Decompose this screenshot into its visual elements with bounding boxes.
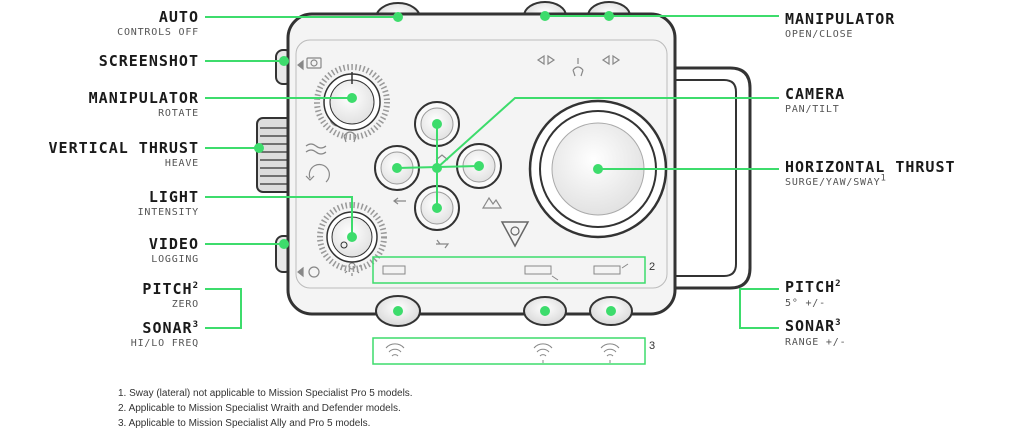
label-pitch-left: PITCH2: [142, 280, 199, 298]
label-manipulator-open: MANIPULATOR: [785, 10, 896, 28]
mountain-icon: [481, 196, 503, 209]
callout-pitch-sonar-right: [739, 288, 779, 329]
callout-pitch-sonar-left: [205, 288, 242, 329]
footnote-ref-3: 3: [192, 320, 199, 330]
footnote-ref-3b: 3: [835, 318, 842, 328]
label-vertical-thrust: VERTICAL THRUST: [48, 139, 199, 157]
sublabel-pitch-right: 5° +/-: [785, 298, 826, 309]
sonar-range-minus-icon: [533, 343, 553, 363]
carry-handle: [668, 66, 752, 290]
light-icon: [348, 262, 356, 270]
sublabel-auto: CONTROLS OFF: [117, 27, 199, 38]
sublabel-vertical-thrust: HEAVE: [164, 158, 199, 169]
footnote-ref-1: 1: [880, 173, 887, 184]
callout-lines: [205, 11, 779, 329]
label-auto: AUTO: [158, 8, 199, 26]
manipulator-open-icon: [536, 54, 556, 66]
footnote-3: 3. Applicable to Mission Specialist Ally…: [118, 418, 371, 429]
sublabel-camera: PAN/TILT: [785, 104, 840, 115]
model-specific-row-3: [372, 337, 646, 365]
sublabel-manipulator-rotate: ROTATE: [158, 108, 199, 119]
sublabel-pitch-left: ZERO: [171, 299, 199, 310]
sublabel-light: INTENSITY: [137, 207, 199, 218]
joystick-down-icon: [436, 239, 450, 249]
sublabel-manipulator-open: OPEN/CLOSE: [785, 29, 854, 40]
label-manipulator-rotate: MANIPULATOR: [88, 89, 199, 107]
video-icon: [297, 266, 320, 278]
label-horizontal-thrust: HORIZONTAL THRUST: [785, 158, 956, 176]
waves-icon: [305, 143, 327, 155]
model-specific-row-2: [372, 256, 646, 284]
heave-arrows-icon: [305, 163, 330, 183]
sonar-freq-icon: [385, 343, 405, 357]
row-2-marker: 2: [649, 261, 655, 273]
label-video: VIDEO: [148, 235, 199, 253]
label-screenshot: SCREENSHOT: [98, 52, 199, 70]
pitch-zero-icon: [382, 265, 406, 275]
label-light: LIGHT: [148, 188, 199, 206]
footnote-1: 1. Sway (lateral) not applicable to Miss…: [118, 388, 413, 399]
sublabel-horizontal-thrust: SURGE/YAW/SWAY1: [785, 173, 887, 188]
callout-camera-h: [396, 165, 480, 169]
callout-camera: [436, 97, 779, 169]
label-camera: CAMERA: [785, 85, 846, 103]
pitch-down-icon: [524, 265, 559, 281]
label-sonar-left: SONAR3: [142, 319, 199, 337]
joystick-left-icon: [393, 197, 406, 205]
screenshot-icon: [297, 57, 322, 71]
footnote-ref-2: 2: [192, 281, 199, 291]
sublabel-sonar-right: RANGE +/-: [785, 337, 847, 348]
sublabel-sonar-left: HI/LO FREQ: [130, 338, 199, 349]
sonar-range-plus-icon: [600, 343, 620, 363]
row-3-marker: 3: [649, 340, 655, 352]
manipulator-close-icon: [601, 54, 621, 66]
sublabel-video: LOGGING: [151, 254, 199, 265]
label-sonar-right: SONAR3: [785, 317, 842, 335]
footnote-2: 2. Applicable to Mission Specialist Wrai…: [118, 403, 401, 414]
pitch-up-icon: [593, 263, 629, 275]
manipulator-claw-icon: [572, 58, 584, 77]
label-pitch-right: PITCH2: [785, 278, 842, 296]
footnote-ref-2b: 2: [835, 279, 842, 289]
logo-icon: [500, 221, 530, 248]
callout-light: [205, 196, 353, 237]
